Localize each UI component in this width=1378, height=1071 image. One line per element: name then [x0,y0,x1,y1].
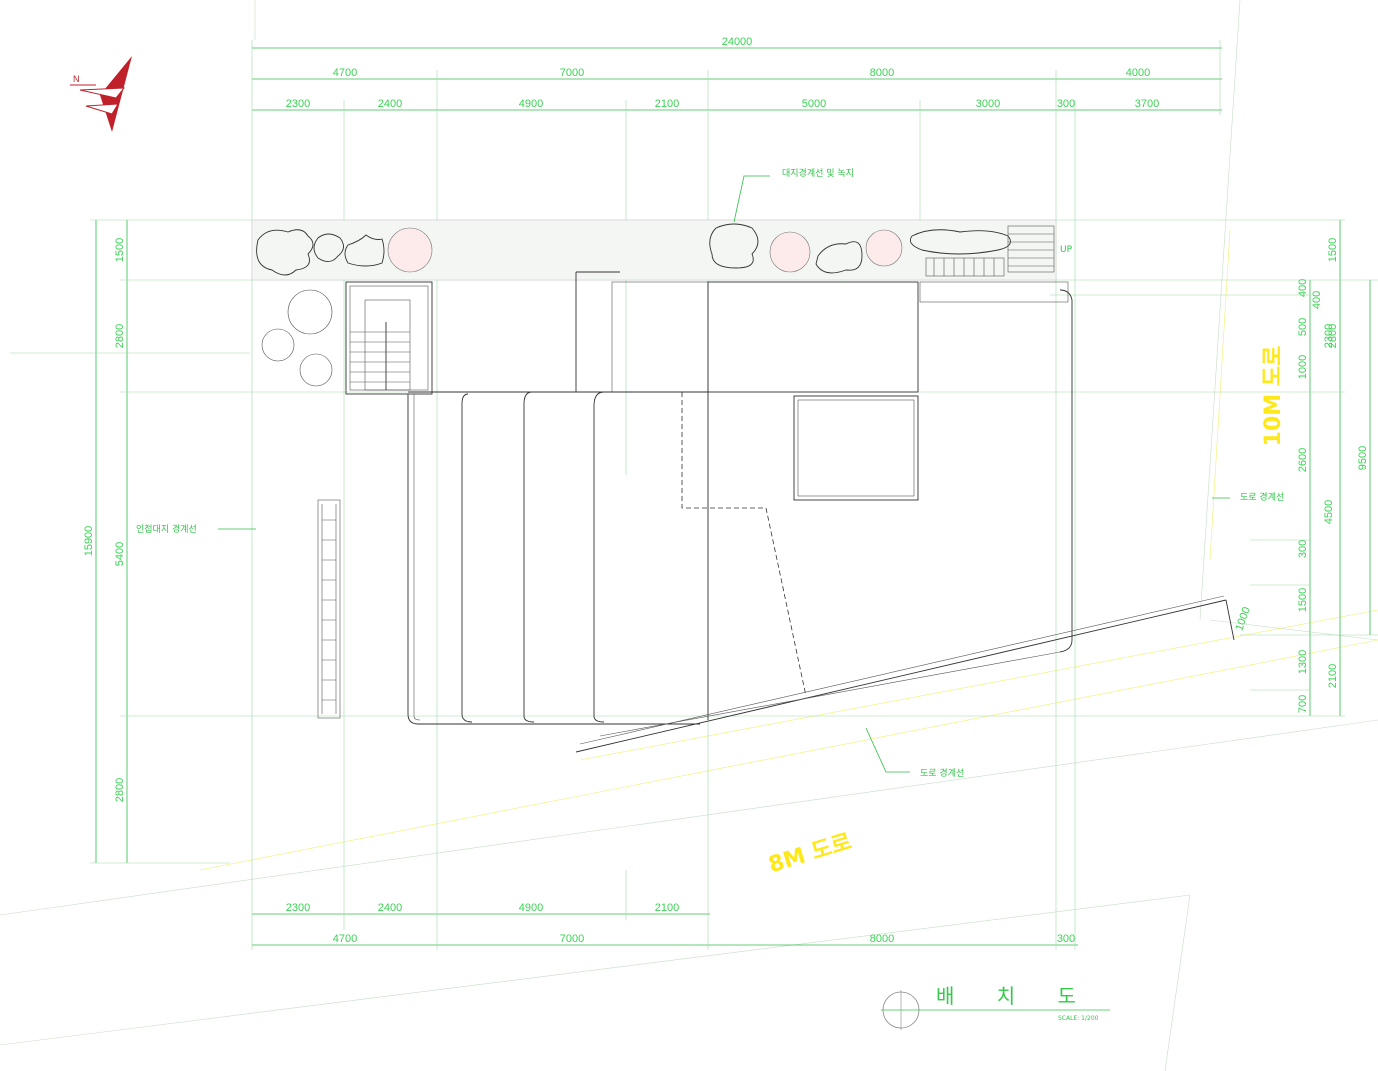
dim-overall: 24000 [722,36,753,48]
annotations: 대지경계선 및 녹지 인접대지 경계선 도로 경계선 도로 경계선 UP [136,167,1284,779]
dim-right-outer-4: 2100 [1327,664,1339,688]
dim-bottom2-3: 8000 [870,933,894,945]
road-south-label: 8M 도로 [766,829,855,878]
dim-top2-1: 2300 [286,98,310,110]
dim-top2-4: 2100 [655,98,679,110]
road-east-label: 10M 도로 [1261,346,1286,447]
note-left-label: 인접대지 경계선 [136,523,197,535]
dim-right-inner-1: 400 [1297,279,1309,297]
dim-bottom2-1: 4700 [333,933,357,945]
dim-right-outer-2: 2800 [1327,324,1339,348]
company-logo: N [70,56,132,132]
dim-left-1: 1500 [114,238,126,262]
dim-right-mid-1: 2300 [1323,324,1335,348]
dim-right-inner-2: 400 [1311,291,1323,309]
landscape-strip [251,219,1057,387]
drawing-title: 배 치 도 [936,984,1094,1008]
dim-right-outer-3: 9500 [1357,446,1369,470]
dim-right-inner-5: 2600 [1297,448,1309,472]
note-right-label: 도로 경계선 [1240,491,1284,503]
title-block: 배 치 도 SCALE: 1/200 [881,984,1110,1030]
dim-top-2: 7000 [560,67,584,79]
logo-north-letter: N [73,74,80,84]
building-outline [345,271,1235,753]
note-top-label: 대지경계선 및 녹지 [782,167,854,179]
dim-right-inner-3: 500 [1297,318,1309,336]
dim-top-4: 4000 [1126,67,1150,79]
dim-top2-8: 3700 [1135,98,1159,110]
dim-right-inner-6: 300 [1297,540,1309,558]
note-up-mark: UP [1060,245,1073,255]
dimension-lines [10,40,1378,950]
dim-top2-2: 2400 [378,98,402,110]
dim-top-3: 8000 [870,67,894,79]
dim-bottom2-4: 300 [1057,933,1075,945]
dim-right-inner-8: 1300 [1297,650,1309,674]
road-edges [199,229,1378,871]
dim-bottom-3: 4900 [519,902,543,914]
left-boundary [218,499,341,719]
dim-right-outer-1: 1500 [1327,238,1339,262]
dim-bottom-2: 2400 [378,902,402,914]
dim-right-inner-4: 1000 [1297,355,1309,379]
dim-top2-3: 4900 [519,98,543,110]
note-bottom-label: 도로 경계선 [920,767,964,779]
dim-diagonal: 1000 [1233,605,1253,632]
drawing-scale: SCALE: 1/200 [1058,1015,1099,1022]
dim-left-total: 15900 [83,526,95,557]
dim-left-4: 2800 [114,778,126,802]
dim-bottom-4: 2100 [655,902,679,914]
dim-top2-5: 5000 [802,98,826,110]
dim-left-2: 2800 [114,324,126,348]
dim-top2-7: 300 [1057,98,1075,110]
dim-bottom-1: 2300 [286,902,310,914]
dim-right-inner-7: 1500 [1297,588,1309,612]
dim-right-inner-9: 700 [1297,695,1309,713]
dim-top2-6: 3000 [976,98,1000,110]
dim-right-mid-2: 4500 [1323,500,1335,524]
dim-bottom2-2: 7000 [560,933,584,945]
dim-left-3: 5400 [114,542,126,566]
dim-top-1: 4700 [333,67,357,79]
dimension-texts: 24000 4700 7000 8000 4000 2300 2400 4900… [83,36,1369,945]
